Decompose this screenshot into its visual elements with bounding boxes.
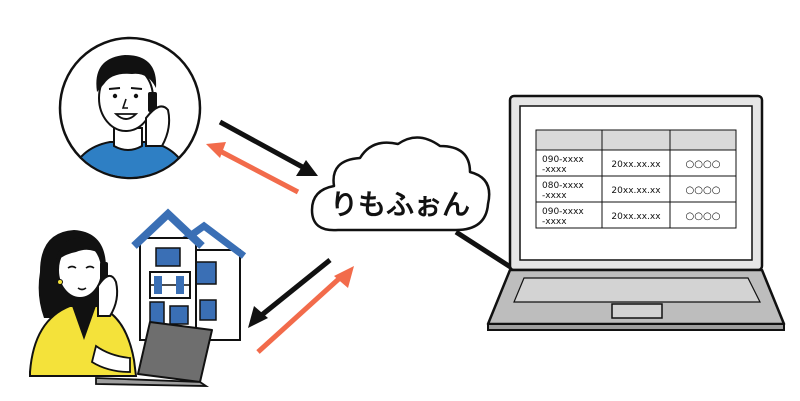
cloud-icon: りもふぉん <box>310 136 491 232</box>
table-header <box>535 129 737 151</box>
man-on-phone-icon <box>58 36 202 180</box>
table-row: 090-xxxx -xxxx 20xx.xx.xx ○○○○ <box>542 155 720 175</box>
small-laptop-icon <box>95 321 213 387</box>
arrow-cloud-to-man <box>206 142 300 195</box>
table-row: 080-xxxx -xxxx 20xx.xx.xx ○○○○ <box>542 181 720 201</box>
table-row: 090-xxxx -xxxx 20xx.xx.xx ○○○○ <box>542 207 720 227</box>
mark-cell: ○○○○ <box>686 185 721 196</box>
phone-cell-line2: -xxxx <box>542 165 567 175</box>
cloud-label: りもふぉん <box>330 188 470 221</box>
data-table: 090-xxxx -xxxx 20xx.xx.xx ○○○○ 080-xxxx … <box>535 129 737 229</box>
phone-cell-line1: 090-xxxx <box>542 155 584 165</box>
arrow-cloud-to-woman <box>248 258 332 328</box>
date-cell: 20xx.xx.xx <box>611 160 661 170</box>
arrow-woman-to-cloud <box>256 266 354 354</box>
date-cell: 20xx.xx.xx <box>611 212 661 222</box>
woman-on-phone-icon <box>29 230 138 377</box>
mark-cell: ○○○○ <box>686 159 721 170</box>
arrow-man-to-cloud <box>218 119 318 176</box>
cloud-laptop-connector <box>454 229 514 271</box>
phone-cell-line1: 090-xxxx <box>542 207 584 217</box>
phone-cell-line1: 080-xxxx <box>542 181 584 191</box>
phone-cell-line2: -xxxx <box>542 191 567 201</box>
mark-cell: ○○○○ <box>686 211 721 222</box>
phone-cell-line2: -xxxx <box>542 217 567 227</box>
date-cell: 20xx.xx.xx <box>611 186 661 196</box>
